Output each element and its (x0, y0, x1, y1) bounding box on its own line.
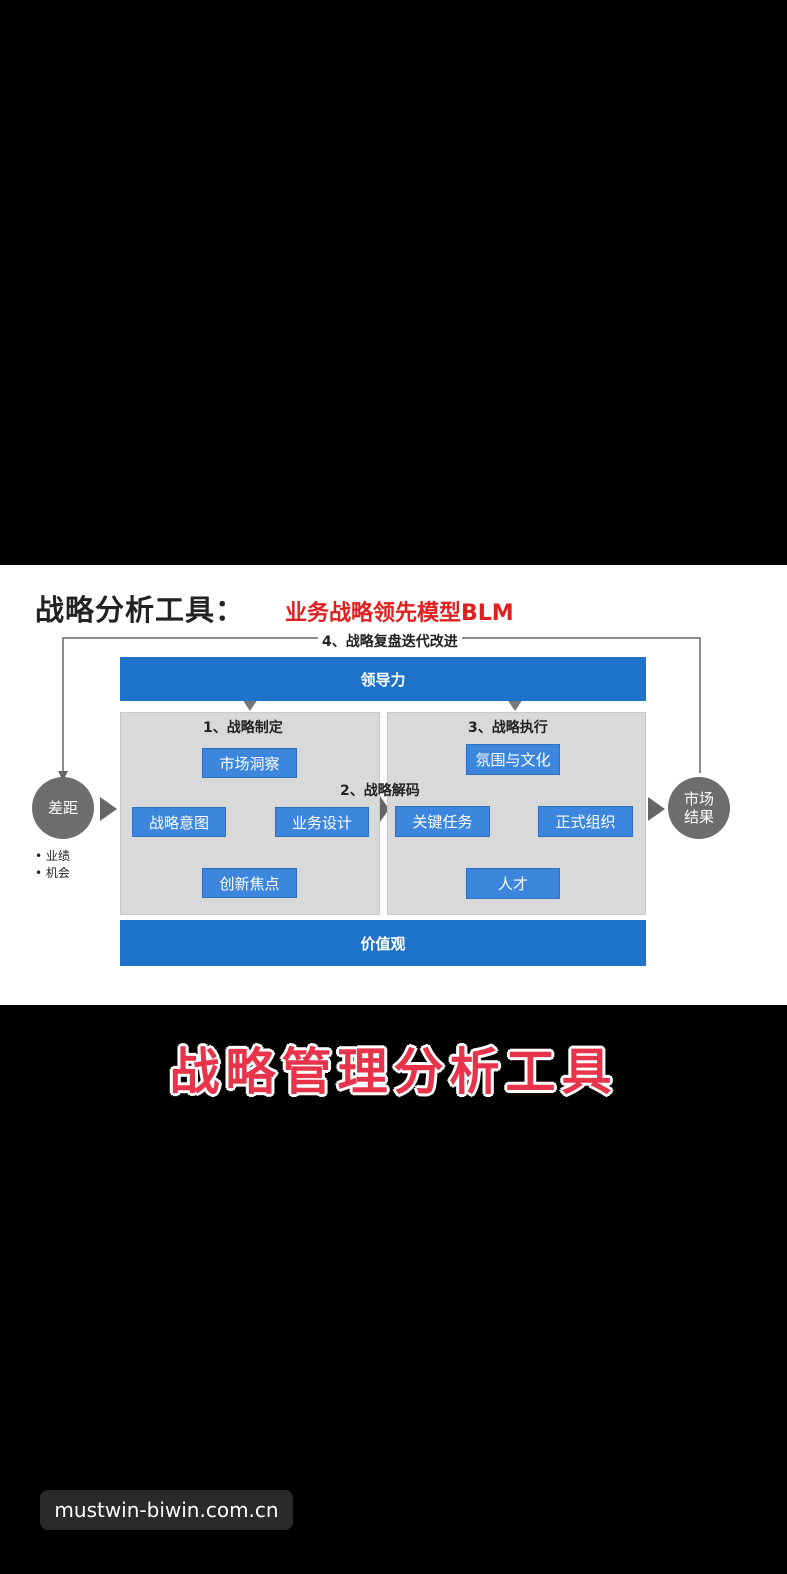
formulation-title: 1、战略制定 (203, 720, 283, 736)
values-band: 价值观 (120, 920, 646, 966)
market-result-circle: 市场 结果 (668, 777, 730, 839)
decoding-label: 2、战略解码 (340, 783, 420, 799)
loop-label: 4、战略复盘迭代改进 (318, 631, 462, 651)
formal-org-box: 正式组织 (538, 806, 633, 837)
talent-box: 人才 (466, 868, 560, 899)
slide-title: 战略分析工具： (35, 593, 246, 627)
leadership-band: 领导力 (120, 657, 646, 701)
key-tasks-box: 关键任务 (395, 806, 490, 837)
gap-bullet-performance: 业绩 (35, 848, 70, 865)
strategic-intent-box: 战略意图 (132, 807, 226, 837)
gap-arrow (100, 797, 117, 821)
execution-title: 3、战略执行 (468, 720, 548, 736)
gap-bullet-opportunity: 机会 (35, 865, 70, 882)
result-arrow (648, 797, 665, 821)
slide-subtitle: 业务战略领先模型BLM (285, 601, 514, 626)
gap-circle: 差距 (32, 777, 94, 839)
innovation-focus-box: 创新焦点 (202, 868, 297, 898)
watermark: mustwin-biwin.com.cn (40, 1490, 293, 1530)
gap-bullets: 业绩 机会 (35, 848, 70, 882)
feedback-arrow-head (58, 771, 68, 781)
blm-slide: 战略分析工具： 业务战略领先模型BLM (0, 565, 787, 1005)
video-caption: 战略管理分析工具 (169, 1043, 618, 1101)
climate-culture-box: 氛围与文化 (466, 744, 560, 775)
market-insight-box: 市场洞察 (202, 748, 297, 778)
business-design-box: 业务设计 (275, 807, 369, 837)
